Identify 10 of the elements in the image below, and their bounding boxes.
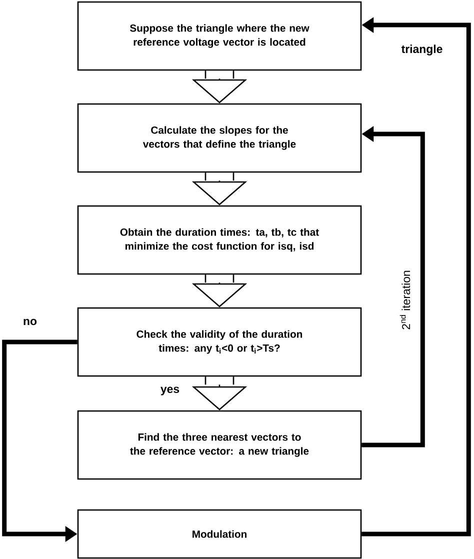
process-box: Find the three nearest vectors to the reference vector: a new triangle <box>77 410 362 480</box>
process-box: Suppose the triangle where the new reference voltage vector is located <box>77 1 362 71</box>
edge-label: 2$^{nd}$ iteration <box>400 270 410 330</box>
process-box: Modulation <box>77 509 362 559</box>
process-box: Check the validity of the duration times: any t$_{i}$<0 or t$_{i}$>Ts? <box>77 307 362 377</box>
process-box: Calculate the slopes for the vectors that define the triangle <box>77 103 362 173</box>
edge-label: yes <box>160 386 180 396</box>
edge-label: no <box>24 318 37 326</box>
process-box: Obtain the duration times: ta, tb, tc that minimize the cost function for isq, isd <box>77 205 362 275</box>
edge-label: triangle <box>401 44 442 56</box>
